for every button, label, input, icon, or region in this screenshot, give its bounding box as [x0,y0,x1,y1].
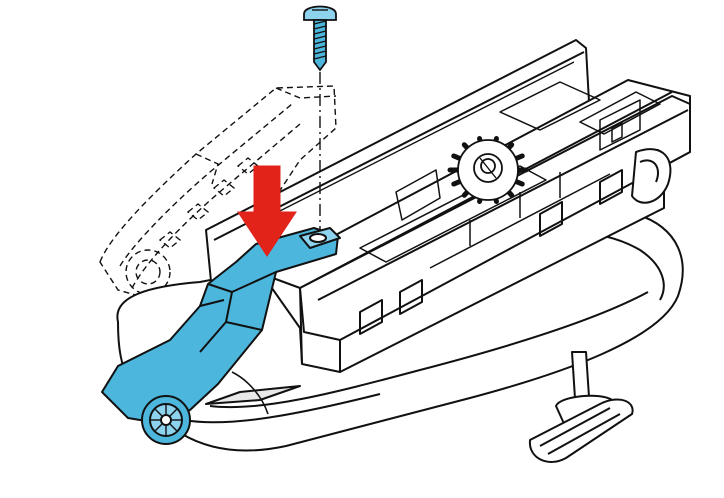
screw [303,5,337,72]
lever-arm [101,227,341,445]
screw-thread-line [313,25,327,30]
screw-thread-line [313,55,327,60]
screw-thread-line [313,20,327,25]
screw-thread-line [313,45,327,50]
insert-direction-arrow [237,165,297,257]
wheel-spoke [154,408,163,417]
ghost-lever-outline [99,85,337,303]
adjustment-knob [528,351,634,463]
screw-thread-line [313,35,327,40]
wheel-spoke [154,423,163,432]
wheel-spoke [169,423,178,432]
screw-thread-line [313,40,327,45]
screw-thread-line [313,50,327,55]
screw-thread-line [313,30,327,35]
wheel-spoke [169,408,178,417]
sprocket-gear [447,136,529,204]
